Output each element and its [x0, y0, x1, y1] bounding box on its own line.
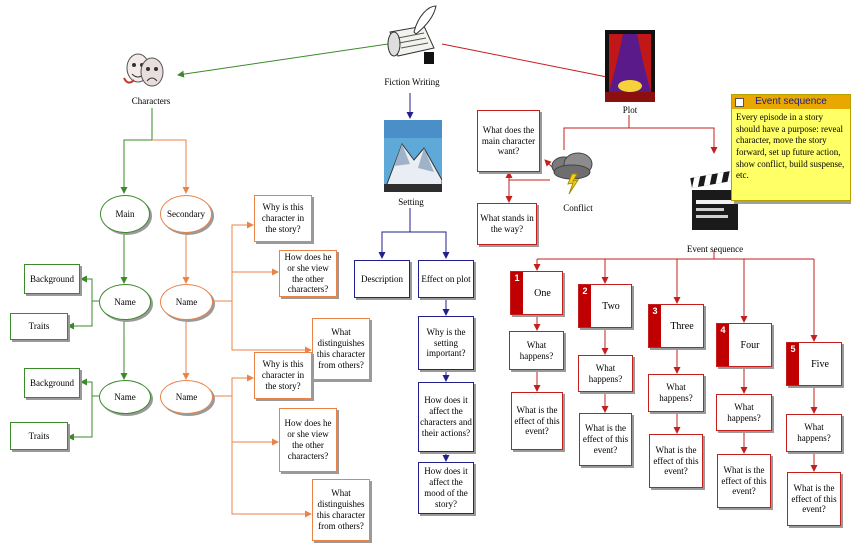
main-node[interactable]: Main [100, 195, 150, 233]
mountain-icon [384, 120, 442, 192]
obstacle-question[interactable]: What stands in the way? [477, 203, 537, 245]
theater-stage-icon [605, 30, 655, 102]
event-5-happens-question[interactable]: What happens? [786, 414, 842, 452]
character-purpose-question-1[interactable]: Why is this character in the story? [254, 195, 312, 242]
clapperboard-icon [690, 170, 738, 230]
event-number-badge: 1 [511, 272, 523, 314]
event-box-5[interactable]: 5 Five [786, 342, 842, 386]
background-node-2[interactable]: Background [24, 368, 80, 398]
event-number-badge: 5 [787, 343, 799, 385]
event-label: Two [602, 300, 620, 312]
character-view-question-1[interactable]: How does he or she view the other charac… [279, 250, 337, 297]
event-number-badge: 4 [717, 324, 729, 366]
main-name-node-2[interactable]: Name [99, 380, 151, 414]
effect-on-plot-node[interactable]: Effect on plot [418, 260, 474, 298]
secondary-node[interactable]: Secondary [160, 195, 212, 233]
secondary-name-node-2[interactable]: Name [160, 380, 213, 414]
setting-affect-characters-question[interactable]: How does it affect the characters and th… [418, 382, 474, 452]
event-box-1[interactable]: 1 One [510, 271, 563, 315]
event-label: Five [811, 358, 829, 370]
traits-node-1[interactable]: Traits [10, 313, 68, 340]
note-close-icon[interactable] [735, 98, 744, 107]
event-sequence-label: Event sequence [686, 244, 744, 254]
character-view-question-2[interactable]: How does he or she view the other charac… [279, 408, 337, 472]
event-2-happens-question[interactable]: What happens? [578, 355, 633, 392]
event-4-effect-question[interactable]: What is the effect of this event? [717, 454, 771, 508]
root-label: Fiction Writing [384, 77, 440, 87]
note-body: Every episode in a story should have a p… [736, 112, 845, 181]
event-1-effect-question[interactable]: What is the effect of this event? [511, 392, 563, 450]
description-node[interactable]: Description [354, 260, 410, 298]
quill-and-scroll-icon [387, 5, 437, 64]
event-box-2[interactable]: 2 Two [578, 284, 632, 328]
event-number-badge: 2 [579, 285, 591, 327]
note-title: Event sequence [755, 96, 827, 107]
event-2-effect-question[interactable]: What is the effect of this event? [579, 413, 632, 466]
character-distinguish-question-1[interactable]: What distinguishes this character from o… [312, 318, 370, 380]
event-sequence-note[interactable]: Event sequence Every episode in a story … [731, 94, 851, 201]
background-node-1[interactable]: Background [24, 264, 80, 294]
setting-importance-question[interactable]: Why is the setting important? [418, 316, 474, 370]
main-name-node-1[interactable]: Name [99, 284, 151, 320]
characters-label: Characters [131, 96, 171, 106]
setting-mood-question[interactable]: How does it affect the mood of the story… [418, 462, 474, 514]
event-box-3[interactable]: 3 Three [648, 304, 704, 348]
event-5-effect-question[interactable]: What is the effect of this event? [787, 472, 841, 526]
event-box-4[interactable]: 4 Four [716, 323, 772, 367]
event-label: Four [740, 339, 760, 351]
traits-node-2[interactable]: Traits [10, 422, 68, 450]
event-1-happens-question[interactable]: What happens? [509, 331, 564, 370]
plot-label: Plot [622, 105, 638, 115]
character-want-question[interactable]: What does the main character want? [477, 110, 540, 172]
event-label: One [534, 287, 551, 299]
conflict-label: Conflict [563, 203, 593, 213]
theater-masks-icon [123, 53, 164, 87]
note-title-bar[interactable]: Event sequence [732, 95, 850, 109]
event-3-happens-question[interactable]: What happens? [648, 374, 704, 412]
character-purpose-question-2[interactable]: Why is this character in the story? [254, 352, 312, 399]
event-label: Three [670, 320, 694, 332]
character-distinguish-question-2[interactable]: What distinguishes this character from o… [312, 479, 370, 541]
event-3-effect-question[interactable]: What is the effect of this event? [649, 434, 703, 488]
event-number-badge: 3 [649, 305, 661, 347]
setting-label: Setting [398, 197, 424, 207]
secondary-name-node-1[interactable]: Name [160, 284, 213, 320]
event-4-happens-question[interactable]: What happens? [716, 394, 772, 431]
storm-cloud-icon [551, 152, 593, 195]
